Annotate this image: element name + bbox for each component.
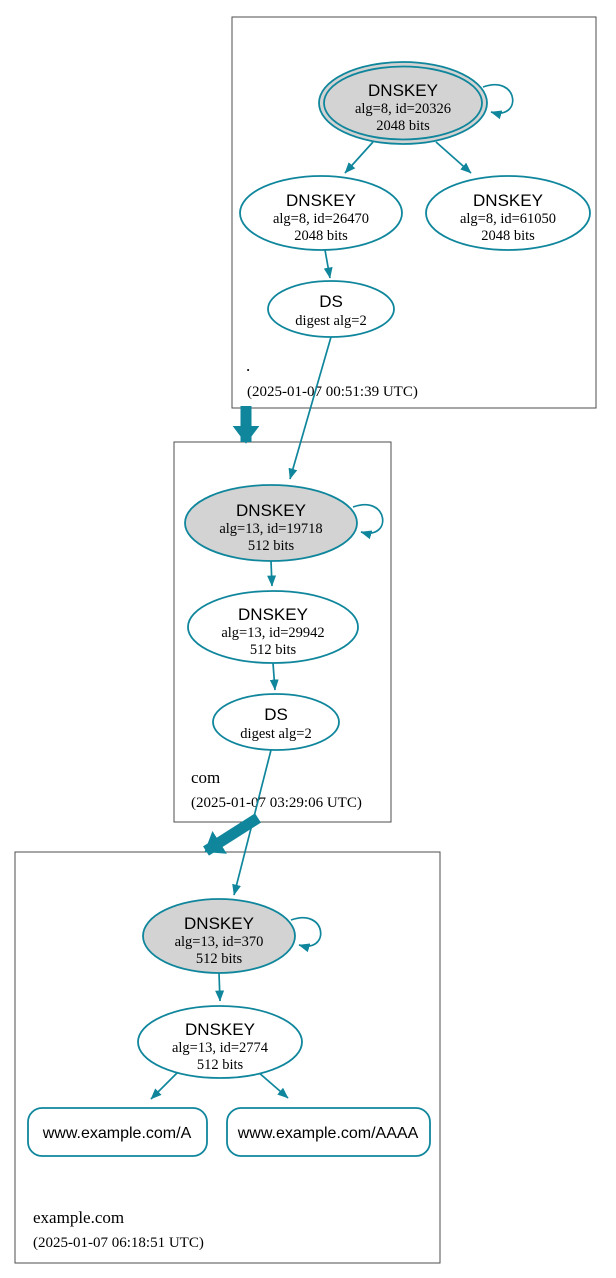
node-detail-bits: 2048 bits [481,228,535,244]
edge-root-zsk1-to-ds [323,249,333,279]
zone-box-root [231,16,597,409]
node-title: DNSKEY [236,501,306,520]
node-detail-bits: 2048 bits [294,228,348,244]
edge-root-ksk-to-zsk2 [435,141,472,174]
dnskey-node-root-ksk[interactable]: DNSKEY alg=8, id=20326 2048 bits [318,61,488,145]
node-title: DNSKEY [185,1020,255,1039]
dnskey-ellipse[interactable] [142,898,296,974]
node-detail-alg-id: alg=13, id=29942 [221,625,324,641]
dnskey-node-com-ksk[interactable]: DNSKEY alg=13, id=19718 512 bits [184,484,358,562]
rrset-label: www.example.com/A [42,1125,192,1142]
self-loop-root-ksk [482,84,514,120]
node-detail-alg-id: alg=8, id=20326 [355,101,451,117]
node-title: DS [264,705,288,724]
node-detail-alg-id: alg=13, id=19718 [219,521,322,537]
zone-label-com: com [191,768,220,787]
zone-box-com [173,441,392,823]
dnskey-ellipse-outer[interactable] [318,61,488,145]
zone-box-example-com [14,851,441,1264]
dnskey-node-root-zsk2[interactable]: DNSKEY alg=8, id=61050 2048 bits [425,175,591,251]
edge-example-ksk-to-zsk [215,972,225,1002]
rrset-label: www.example.com/AAAA [237,1125,419,1142]
node-detail-alg-id: alg=13, id=370 [175,934,264,950]
dnskey-ellipse[interactable] [184,484,358,562]
delegation-arrow-com-to-example [203,813,261,856]
node-detail-bits: 2048 bits [376,118,430,134]
node-title: DNSKEY [473,191,543,210]
self-loop-example-ksk [290,917,322,953]
dnskey-ellipse-inner [323,65,483,141]
dnskey-ellipse[interactable] [239,175,403,251]
zone-label-root: . [246,356,250,375]
ds-ellipse[interactable] [212,693,340,751]
dnskey-node-com-zsk[interactable]: DNSKEY alg=13, id=29942 512 bits [187,590,359,664]
dnskey-ellipse[interactable] [187,590,359,664]
node-detail-bits: 512 bits [248,538,295,554]
node-detail-bits: 512 bits [250,642,297,658]
ds-node-com[interactable]: DS digest alg=2 [212,693,340,751]
node-title: DNSKEY [184,914,254,933]
dnskey-node-root-zsk1[interactable]: DNSKEY alg=8, id=26470 2048 bits [239,175,403,251]
zone-label-example-com: example.com [33,1208,124,1227]
rrset-node-www-aaaa[interactable]: www.example.com/AAAA [226,1107,431,1157]
edge-root-ksk-to-zsk1 [344,141,374,174]
edge-com-zsk-to-ds [269,662,279,691]
edge-example-zsk-to-rrset-aaaa [257,1071,289,1099]
node-detail-digest: digest alg=2 [240,726,311,742]
dnskey-ellipse[interactable] [137,1005,303,1079]
edge-com-ksk-to-zsk [267,560,277,587]
rrset-node-www-a[interactable]: www.example.com/A [27,1107,208,1157]
node-title: DS [319,292,343,311]
node-title: DNSKEY [368,81,438,100]
ds-node-root[interactable]: DS digest alg=2 [267,280,395,338]
node-detail-alg-id: alg=8, id=61050 [460,211,556,227]
edge-root-ds-to-com-ksk [288,336,332,480]
node-title: DNSKEY [238,605,308,624]
rrset-box[interactable] [27,1107,208,1157]
dnskey-node-example-ksk[interactable]: DNSKEY alg=13, id=370 512 bits [142,898,296,974]
self-loop-com-ksk [352,504,384,540]
zone-timestamp-root: (2025-01-07 00:51:39 UTC) [247,384,418,400]
dnskey-node-example-zsk[interactable]: DNSKEY alg=13, id=2774 512 bits [137,1005,303,1079]
node-detail-digest: digest alg=2 [295,313,366,329]
ds-ellipse[interactable] [267,280,395,338]
edge-example-zsk-to-rrset-a [150,1071,179,1100]
node-title: DNSKEY [286,191,356,210]
node-detail-bits: 512 bits [197,1057,244,1073]
dnskey-ellipse[interactable] [425,175,591,251]
node-detail-alg-id: alg=8, id=26470 [273,211,369,227]
node-detail-bits: 512 bits [196,951,243,967]
zone-timestamp-example-com: (2025-01-07 06:18:51 UTC) [33,1235,204,1251]
edge-com-ds-to-example-ksk [232,749,272,896]
node-detail-alg-id: alg=13, id=2774 [172,1040,269,1056]
rrset-box[interactable] [226,1107,431,1157]
zone-timestamp-com: (2025-01-07 03:29:06 UTC) [191,795,362,811]
